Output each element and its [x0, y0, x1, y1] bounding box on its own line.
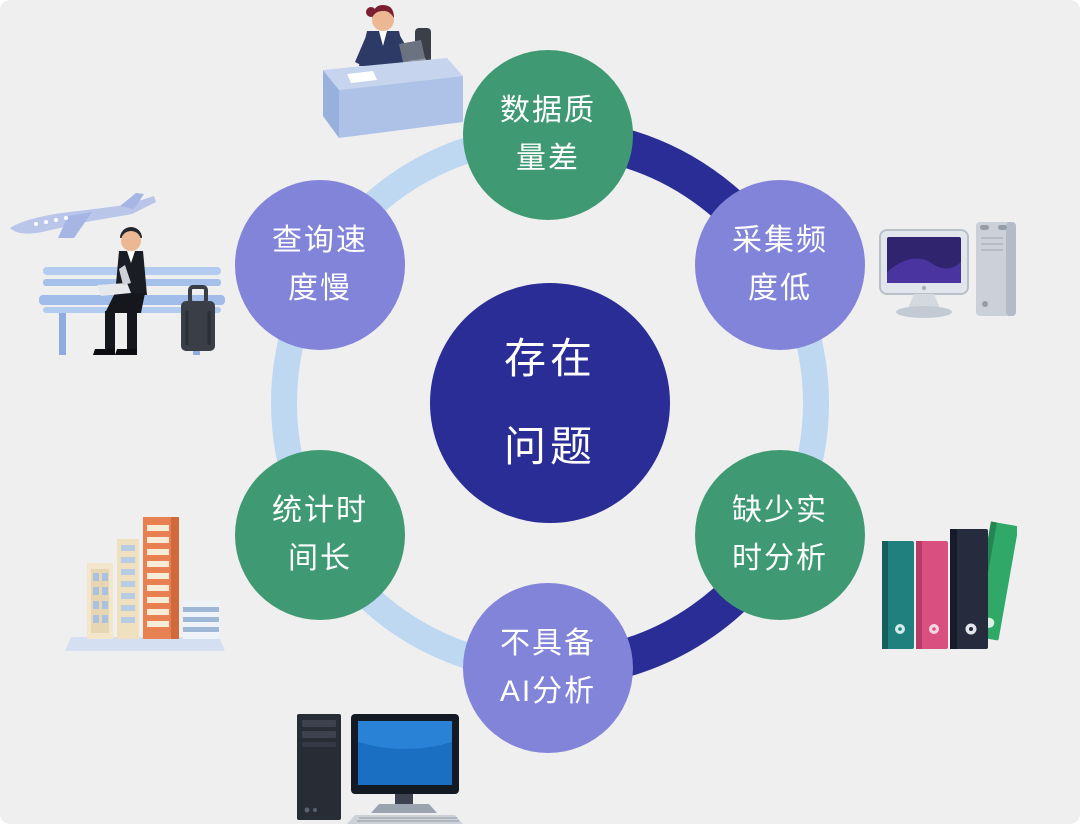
- node-label-line2: 量差: [516, 142, 580, 175]
- desktop-computer-icon: [297, 714, 463, 824]
- node-center-problems: 存在 问题: [430, 283, 670, 523]
- node-label-line1: 缺少实: [732, 494, 828, 527]
- receptionist-desk-illustration: [295, 0, 465, 150]
- ring-binders-illustration: [882, 515, 1017, 655]
- node-statistics-time: 统计时 间长: [235, 450, 405, 620]
- node-label-line1: 查询速: [272, 224, 368, 257]
- node-label-line1: 采集频: [732, 224, 828, 257]
- ring-binders-icon: [882, 521, 1017, 649]
- node-label-line2: 时分析: [732, 542, 828, 575]
- man-on-bench-icon: [39, 227, 225, 355]
- node-label-line2: AI分析: [499, 675, 597, 708]
- imac-computer-icon: [879, 222, 1016, 318]
- node-ai-analysis: 不具备 AI分析: [463, 583, 633, 753]
- node-label-line2: 间长: [288, 542, 352, 575]
- city-buildings-icon: [65, 517, 225, 651]
- airplane-illustration: [8, 192, 158, 247]
- node-realtime-analysis: 缺少实 时分析: [695, 450, 865, 620]
- node-query-speed: 查询速 度慢: [235, 180, 405, 350]
- city-buildings-illustration: [65, 505, 225, 655]
- imac-computer-illustration: [878, 220, 1023, 330]
- man-on-bench-illustration: [35, 215, 240, 365]
- receptionist-desk-icon: [323, 5, 463, 138]
- node-data-quality: 数据质 量差: [463, 50, 633, 220]
- center-label-line2: 问题: [503, 423, 596, 470]
- desktop-computer-illustration: [295, 712, 465, 824]
- node-label-line1: 不具备: [500, 627, 596, 660]
- node-collection-frequency: 采集频 度低: [695, 180, 865, 350]
- node-label-line1: 统计时: [272, 494, 368, 527]
- node-label-line1: 数据质: [500, 94, 596, 127]
- node-label-line2: 度慢: [288, 272, 352, 305]
- node-label-line2: 度低: [748, 272, 812, 305]
- airplane-icon: [10, 193, 156, 238]
- center-label-line1: 存在: [503, 335, 596, 382]
